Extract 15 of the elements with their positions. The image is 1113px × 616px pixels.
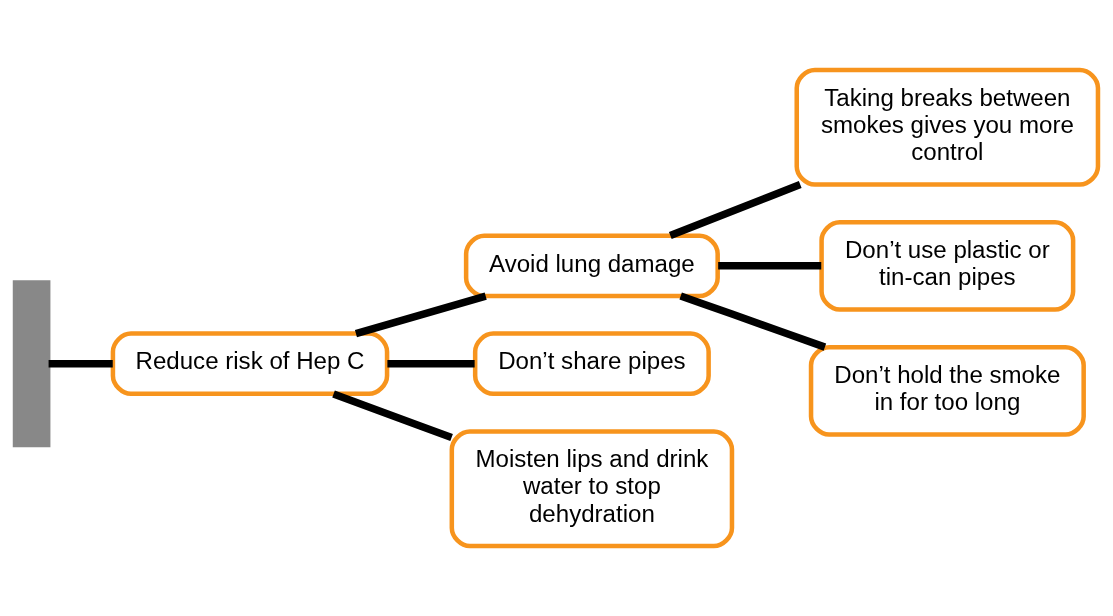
node-box: Don’t share pipes [472,331,711,397]
node-box: Taking breaks between smokes gives you more control [794,67,1101,187]
connector [679,292,827,351]
node-box: Reduce risk of Hep C [110,331,390,397]
node-box [12,280,51,448]
node-box: Don’t use plastic or tin-can pipes [819,219,1076,312]
connector [354,292,487,338]
node-box: Avoid lung damage [463,233,720,299]
node-box: Don’t hold the smoke in for too long [808,344,1086,437]
connector [668,181,802,240]
connector [718,262,822,270]
connector [48,359,113,368]
node-box: Moisten lips and drink water to stop dehydration [449,429,735,549]
connector [387,359,475,368]
connector [332,390,453,442]
